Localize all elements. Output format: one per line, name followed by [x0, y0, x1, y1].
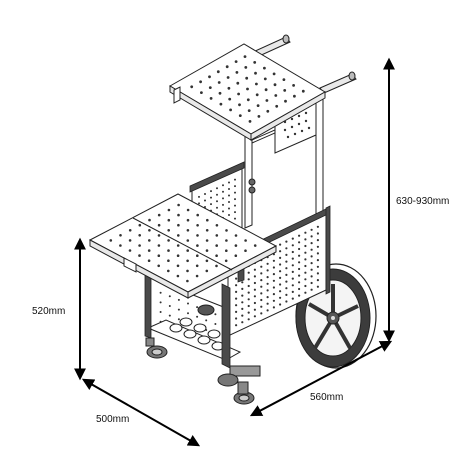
dimension-front-height: 520mm: [32, 237, 86, 381]
dimension-depth: 500mm: [81, 378, 201, 447]
main-shelf: [88, 193, 278, 299]
width-label: 560mm: [310, 392, 343, 403]
dimension-height-range: 630-930mm: [383, 57, 449, 343]
top-shelf: [169, 43, 326, 141]
dimension-width: 560mm: [249, 340, 393, 417]
base-tray: [146, 304, 242, 361]
cart-illustration: [88, 34, 377, 405]
depth-label: 500mm: [96, 414, 129, 425]
front-caster-left: [145, 337, 168, 359]
mast-frame: [244, 34, 357, 229]
front-caster-right: [217, 365, 261, 405]
front-height-label: 520mm: [32, 306, 65, 317]
height-range-label: 630-930mm: [396, 196, 449, 207]
